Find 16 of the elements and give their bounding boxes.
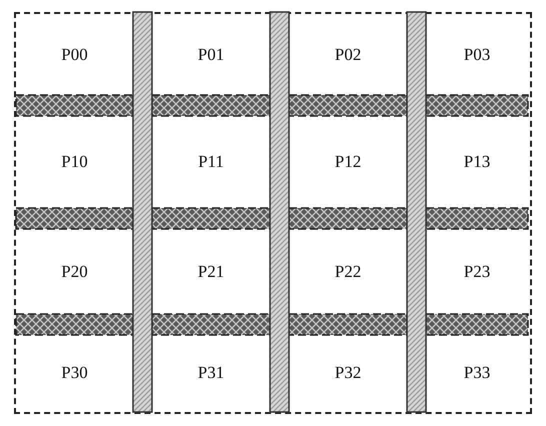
partition-label: P33 <box>464 362 490 382</box>
partition-label: P21 <box>198 262 224 282</box>
partition-label: P12 <box>334 152 362 172</box>
partition-label: P30 <box>61 362 88 382</box>
partition-label: P20 <box>61 262 88 282</box>
partition-label: P32 <box>334 362 362 382</box>
partition-label: P23 <box>464 262 490 282</box>
partition-label: P13 <box>464 152 490 172</box>
partition-label: P31 <box>198 362 224 382</box>
partition-label: P01 <box>198 44 224 64</box>
partition-label: P02 <box>334 44 362 64</box>
partition-label: P11 <box>198 152 224 172</box>
partition-label: P22 <box>334 262 362 282</box>
partition-label: P03 <box>464 44 490 64</box>
partition-label: P10 <box>61 152 88 172</box>
partition-label: P00 <box>61 44 88 64</box>
